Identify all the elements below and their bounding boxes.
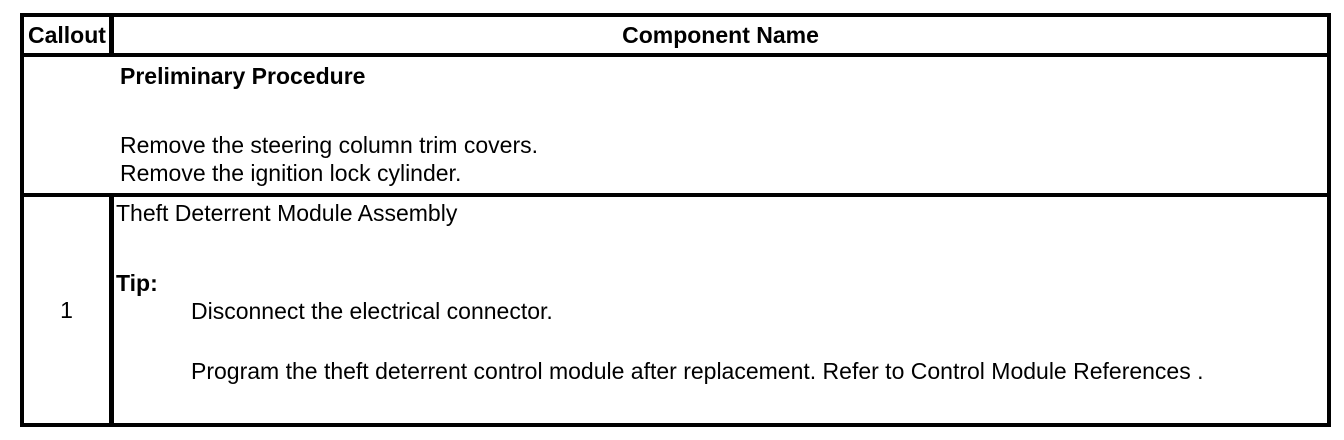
preliminary-procedure-row: Preliminary Procedure Remove the steerin… (24, 57, 1327, 197)
component-cell: Theft Deterrent Module Assembly Tip: Dis… (114, 197, 1327, 423)
callout-number: 1 (60, 297, 73, 323)
preliminary-procedure-steps: Remove the steering column trim covers. … (120, 131, 1317, 187)
table-header-row: Callout Component Name (24, 17, 1327, 57)
component-name-header-label: Component Name (622, 22, 819, 48)
tip-text: Program the theft deterrent control modu… (191, 358, 1204, 384)
callout-cell: 1 (24, 197, 114, 423)
callout-header-label: Callout (28, 22, 106, 48)
component-callout-table: Callout Component Name Preliminary Proce… (20, 13, 1331, 427)
preliminary-procedure-title: Preliminary Procedure (120, 63, 366, 89)
component-name-header-cell: Component Name (114, 17, 1327, 53)
preliminary-step: Remove the steering column trim covers. (120, 132, 538, 158)
preliminary-step: Remove the ignition lock cylinder. (120, 160, 462, 186)
tip-text: Disconnect the electrical connector. (191, 298, 553, 324)
tip-label: Tip: (116, 270, 158, 296)
callout-header-cell: Callout (24, 17, 114, 53)
table-row: 1 Theft Deterrent Module Assembly Tip: D… (24, 197, 1327, 423)
component-name: Theft Deterrent Module Assembly (116, 200, 458, 226)
